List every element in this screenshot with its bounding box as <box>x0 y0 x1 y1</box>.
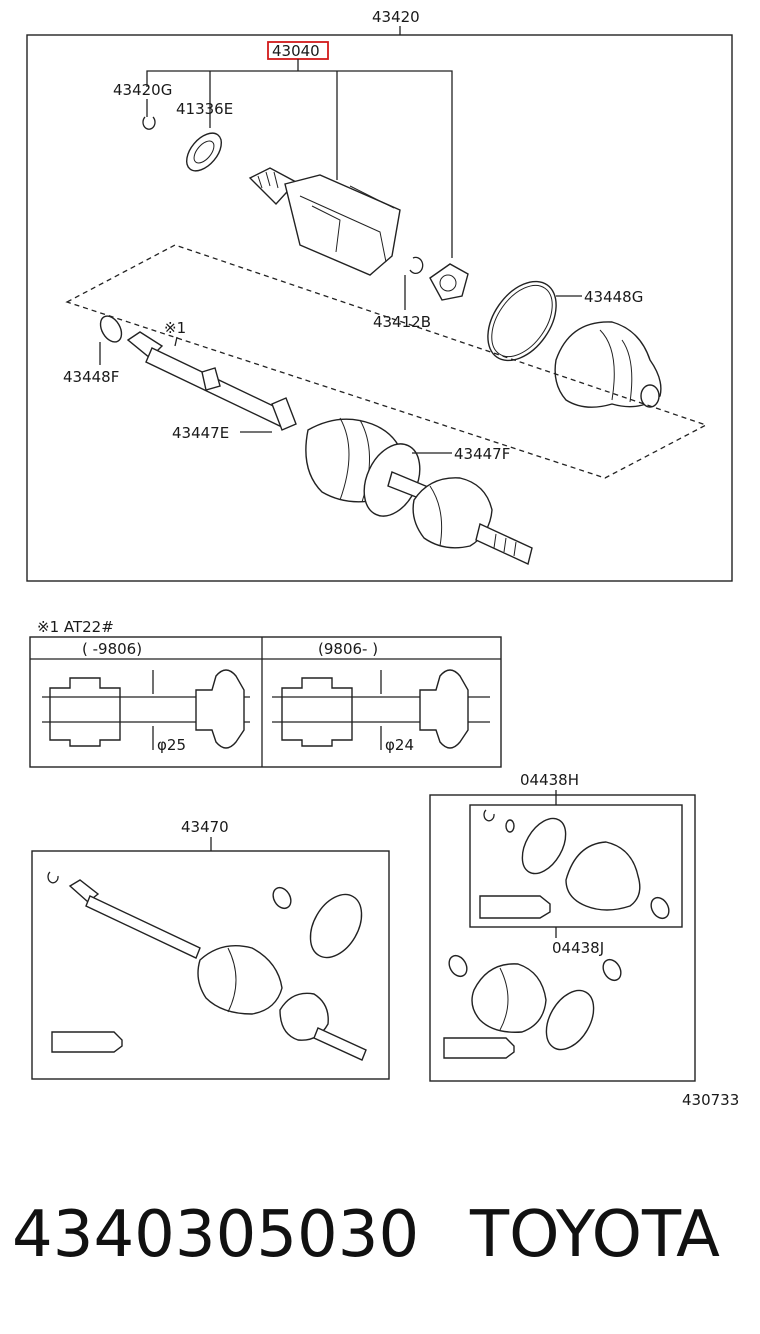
label-boot-kit-h[interactable]: 04438H <box>520 771 579 789</box>
boot-kit-j-icon <box>443 954 622 1059</box>
shaft-section-left-icon <box>42 669 250 750</box>
dust-deflector-icon <box>186 132 222 172</box>
inboard-joint-icon <box>248 167 401 276</box>
note-title: ※1 AT22# <box>37 618 114 636</box>
note-col2-dim: φ24 <box>385 736 414 754</box>
drive-shaft-icon <box>126 331 297 431</box>
note-table <box>29 636 502 768</box>
shaft-assembly-icon <box>47 871 367 1061</box>
note-col2-header: (9806- ) <box>318 640 378 658</box>
part-number: 4340305030 <box>12 1198 419 1272</box>
label-boot-kit-j[interactable]: 04438J <box>552 939 604 957</box>
snap-ring-icon <box>142 116 156 130</box>
clamp-f-icon <box>99 315 123 343</box>
boot-kit-frame <box>429 794 696 1082</box>
label-clamp-f[interactable]: 43448F <box>63 368 119 386</box>
inner-snap-ring-icon <box>409 256 424 274</box>
shaft-assembly-frame <box>31 850 390 1080</box>
assembly-frame <box>26 34 733 582</box>
outboard-joint-icon <box>412 477 533 565</box>
label-dust-deflector[interactable]: 41336E <box>176 100 233 118</box>
label-shaft-assembly[interactable]: 43470 <box>181 818 229 836</box>
tripod-icon <box>429 263 469 301</box>
label-assembly[interactable]: 43420 <box>372 8 420 26</box>
leader-joint-kit <box>146 70 453 258</box>
boot-kit-h-icon <box>479 809 670 920</box>
note-col1-dim: φ25 <box>157 736 186 754</box>
boot-kit-group-outline <box>65 244 708 479</box>
label-joint-kit[interactable]: 43040 <box>272 42 320 60</box>
clamp-g-icon <box>487 280 557 362</box>
inboard-boot-icon <box>554 321 662 408</box>
label-snap-ring[interactable]: 43420G <box>113 81 172 99</box>
boot-kit-j-frame <box>469 804 683 928</box>
brand-name: TOYOTA <box>469 1198 720 1272</box>
shaft-section-right-icon <box>272 669 490 750</box>
note-col1-header: ( -9806) <box>82 640 142 658</box>
label-clamp-e[interactable]: 43447E <box>172 424 229 442</box>
label-clamp-g[interactable]: 43448G <box>584 288 643 306</box>
label-clamp-f2[interactable]: 43447F <box>454 445 510 463</box>
diagram-number: 430733 <box>682 1091 739 1109</box>
label-note-marker[interactable]: ※1 <box>164 319 186 337</box>
